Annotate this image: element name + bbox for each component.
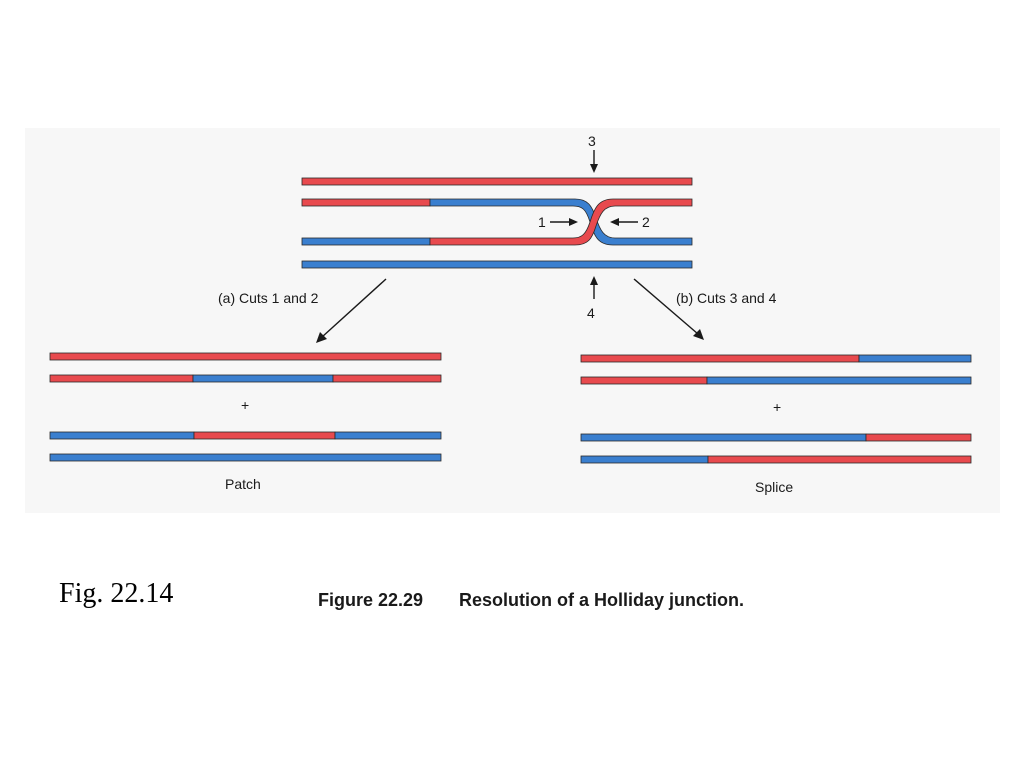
lower-inner-strand-blue — [301, 237, 431, 246]
splice-strand-3-blue — [580, 433, 867, 442]
patch-strand-1 — [49, 352, 442, 361]
patch-label: Patch — [225, 476, 261, 492]
patch-strand-3-blue-left — [49, 431, 195, 440]
lower-inner-strand-red — [429, 198, 693, 246]
bottom-outer-strand — [301, 260, 693, 269]
cut-1-arrowhead — [569, 218, 578, 226]
branch-b-arrowhead — [693, 329, 704, 340]
holliday-junction — [301, 177, 693, 269]
splice-label: Splice — [755, 479, 793, 495]
splice-strand-1-red — [580, 354, 860, 363]
branch-b-arrow — [633, 278, 699, 335]
cut-2-label: 2 — [642, 214, 650, 230]
upper-inner-strand-red — [301, 198, 431, 207]
cut-1-label: 1 — [538, 214, 546, 230]
patch-plus: + — [241, 397, 249, 413]
slide-figure-label: Fig. 22.14 — [59, 578, 173, 609]
splice-strand-3-red — [865, 433, 972, 442]
splice-strand-2-blue — [706, 376, 972, 385]
patch-strand-3-blue-right — [334, 431, 442, 440]
patch-products: + Patch — [49, 352, 442, 492]
cut-2-arrowhead — [610, 218, 619, 226]
cut-4-arrowhead — [590, 276, 598, 285]
figure-number: Figure 22.29 — [318, 590, 423, 610]
splice-strand-4-red — [707, 455, 972, 464]
splice-strand-1-blue — [858, 354, 972, 363]
splice-strand-2-red — [580, 376, 708, 385]
cut-3-label: 3 — [588, 133, 596, 149]
patch-strand-3-red-middle — [193, 431, 336, 440]
cut-4-label: 4 — [587, 305, 595, 321]
patch-strand-4 — [49, 453, 442, 462]
diagram-panel — [25, 128, 1000, 513]
top-outer-strand — [301, 177, 693, 186]
splice-strand-4-blue — [580, 455, 709, 464]
branch-arrows: (a) Cuts 1 and 2 (b) Cuts 3 and 4 — [218, 278, 777, 343]
patch-strand-2-red-left — [49, 374, 194, 383]
splice-plus: + — [773, 399, 781, 415]
cut-3-arrowhead — [590, 164, 598, 173]
patch-strand-2-red-right — [332, 374, 442, 383]
branch-b-label: (b) Cuts 3 and 4 — [676, 290, 777, 306]
branch-a-label: (a) Cuts 1 and 2 — [218, 290, 319, 306]
branch-a-arrow — [321, 278, 387, 338]
upper-inner-strand-blue — [429, 198, 693, 246]
figure-title: Resolution of a Holliday junction. — [459, 590, 744, 610]
branch-a-arrowhead — [316, 332, 327, 343]
cut-markers: 3 1 2 4 — [538, 133, 650, 321]
patch-strand-2-blue-middle — [192, 374, 334, 383]
splice-products: + Splice — [580, 354, 972, 495]
